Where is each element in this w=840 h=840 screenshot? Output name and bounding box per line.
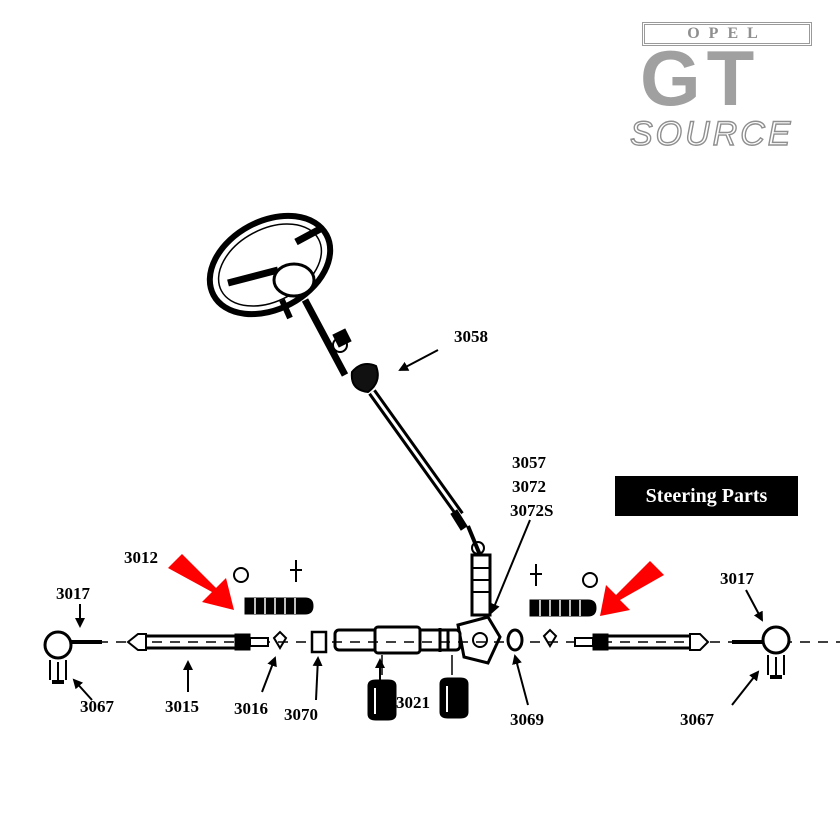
part-label-3067-left: 3067 (80, 697, 114, 716)
left-rubber-boot (233, 560, 314, 615)
part-label-3072s: 3072S (510, 501, 554, 520)
gt-logo-text: GT (640, 34, 761, 122)
diagram-title: Steering Parts (615, 476, 798, 516)
left-adjusting-nut (310, 630, 328, 654)
part-label-3070: 3070 (284, 705, 318, 724)
right-tie-rod-end (732, 625, 791, 679)
right-lock-washer (542, 628, 558, 648)
left-red-arrow (168, 554, 234, 610)
part-label-3015: 3015 (165, 697, 199, 716)
part-label-3017-right: 3017 (720, 569, 754, 588)
part-label-3069: 3069 (510, 710, 544, 729)
left-tie-rod (126, 633, 269, 651)
highlight-arrows (168, 554, 664, 616)
right-rubber-boot (529, 564, 598, 617)
right-tie-rod (574, 633, 710, 651)
mounting-rubbers (367, 655, 469, 721)
leader-arrows (72, 349, 763, 706)
part-label-3017-left: 3017 (56, 584, 90, 603)
rack-housing (333, 625, 462, 655)
part-label-3067-right: 3067 (680, 710, 714, 729)
part-label-3072: 3072 (512, 477, 546, 496)
steering-wheel (206, 212, 334, 320)
part-label-3021: 3021 (396, 693, 430, 712)
steering-column (301, 298, 482, 556)
part-label-3012: 3012 (124, 548, 158, 567)
right-bushing (506, 628, 524, 652)
right-red-arrow (600, 561, 664, 616)
part-label-3016: 3016 (234, 699, 268, 718)
part-label-3058: 3058 (454, 327, 488, 346)
source-logo-text: SOURCE (629, 114, 794, 153)
part-label-3057: 3057 (512, 453, 546, 472)
left-tie-rod-end (43, 630, 102, 684)
opel-logo-text: OPEL (642, 22, 812, 46)
left-lock-washer (272, 630, 288, 650)
steering-gear-pinion (456, 541, 502, 665)
